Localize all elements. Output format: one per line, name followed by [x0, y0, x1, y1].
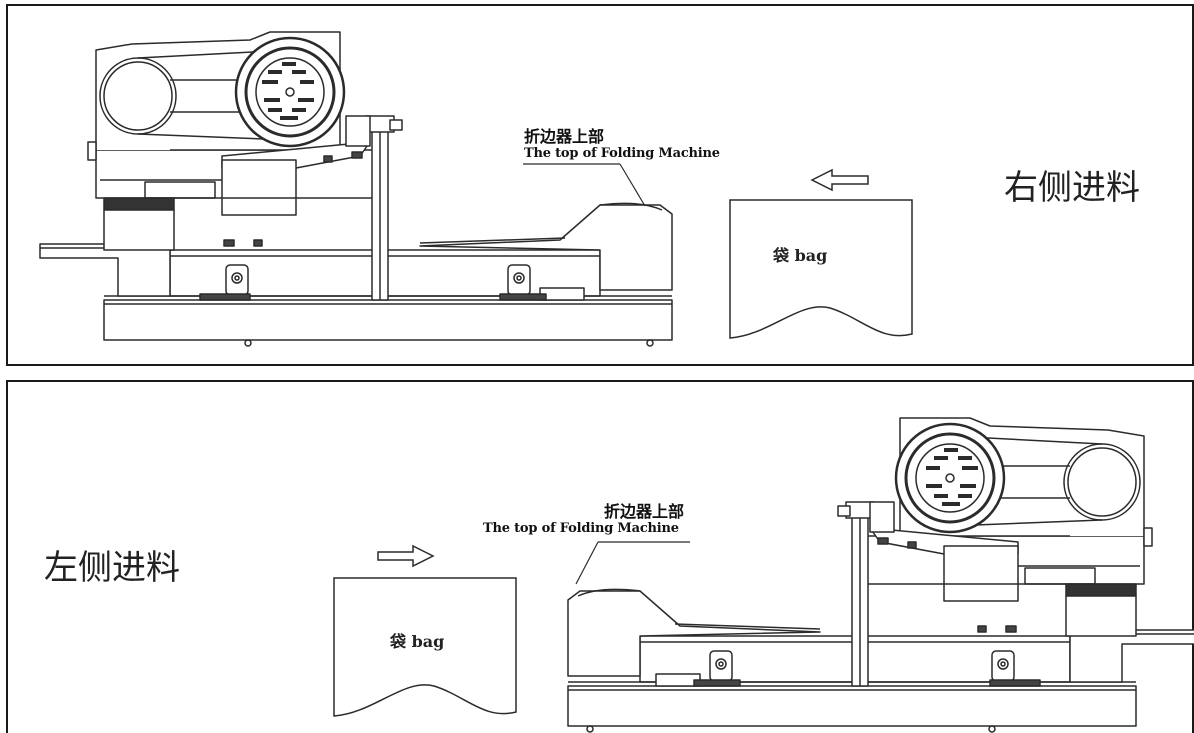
folding-machine-bottom-label-cn: 折边器上部 — [604, 502, 685, 521]
folding-machine-right-feed — [38, 30, 674, 348]
folding-machine-bottom-label-en: The top of Folding Machine — [483, 521, 679, 536]
bag-shape-top — [729, 199, 913, 339]
left-feed-label: 左侧进料 — [44, 548, 180, 588]
right-feed-panel — [6, 4, 1194, 366]
bag-label-bottom: 袋 bag — [390, 632, 445, 651]
left-feed-panel — [6, 380, 1194, 733]
arrow-left-icon — [810, 168, 869, 192]
right-feed-label: 右侧进料 — [1004, 168, 1140, 208]
folding-machine-top-label-cn: 折边器上部 — [524, 127, 605, 146]
arrow-right-icon — [377, 544, 435, 568]
bag-label-top: 袋 bag — [773, 246, 828, 265]
folding-machine-top-label-en: The top of Folding Machine — [524, 146, 720, 161]
folding-machine-left-feed — [566, 416, 1194, 733]
